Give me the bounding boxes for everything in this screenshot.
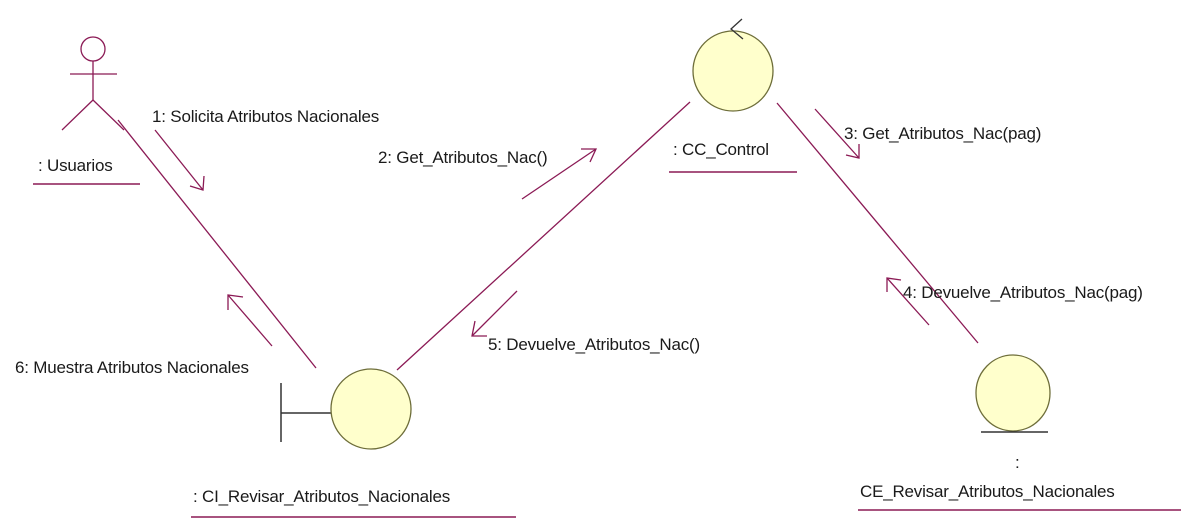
message-label-4: 4: Devuelve_Atributos_Nac(pag) [903,283,1143,302]
boundary-object-label: : CI_Revisar_Atributos_Nacionales [193,487,451,506]
message-arrow-1 [154,129,205,191]
link-control-entity [776,102,979,344]
message-arrow-3 [814,108,860,159]
message-label-1: 1: Solicita Atributos Nacionales [152,107,380,126]
message-label-5: 5: Devuelve_Atributos_Nac() [488,335,700,354]
message-label-3: 3: Get_Atributos_Nac(pag) [844,124,1042,143]
message-arrow-2 [521,148,598,200]
link-usuarios-boundary [117,119,317,369]
message-label-2: 2: Get_Atributos_Nac() [378,148,548,167]
control-object-icon [692,18,774,112]
boundary-object-icon [280,368,412,450]
message-arrow-6 [227,294,273,347]
stick-figure-actor-icon [61,36,125,131]
control-object-label: : CC_Control [673,140,769,159]
actor-label: : Usuarios [38,156,113,175]
link-boundary-control [396,101,691,371]
message-arrow-4 [886,277,930,326]
message-arrow-5 [471,290,518,337]
message-label-6: 6: Muestra Atributos Nacionales [15,358,249,377]
entity-object-label: CE_Revisar_Atributos_Nacionales [860,482,1115,501]
entity-object-label-prefix: : [1015,453,1020,472]
entity-object-icon [975,354,1051,433]
